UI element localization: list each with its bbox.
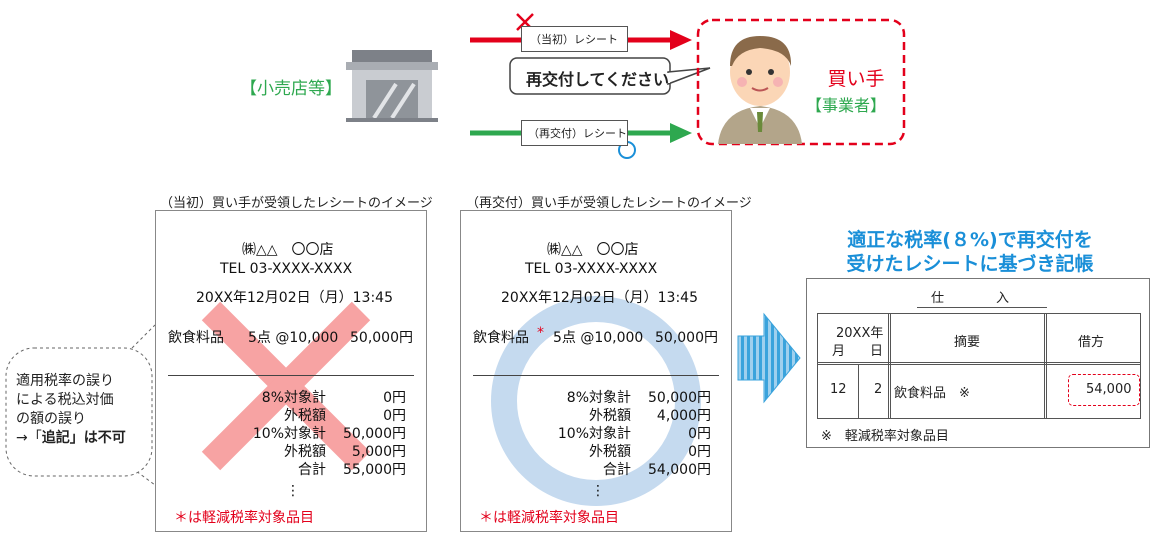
store-icon (346, 50, 438, 122)
shop-tel: TEL 03-XXXX-XXXX (525, 261, 658, 277)
col-divider (890, 314, 891, 418)
continuation-dots: ⋮ (286, 483, 300, 499)
total-label: 合計 (298, 462, 326, 478)
total-label: 10%対象計 (557, 426, 631, 442)
total-label: 8%対象計 (261, 390, 326, 406)
highlight-box (1068, 374, 1140, 406)
item-name: 飲食料品 (168, 330, 224, 346)
callout-leader (131, 467, 156, 486)
total-label: 外税額 (589, 444, 631, 460)
total-value: 5,000円 (351, 444, 406, 460)
col-divider (1044, 314, 1045, 418)
row-divider (818, 362, 1140, 363)
col-divider (1046, 314, 1047, 418)
shop-name: ㈱△△ 〇〇店 (547, 242, 639, 258)
total-label: 外税額 (589, 408, 631, 424)
total-value: 50,000円 (648, 390, 711, 406)
request-text: 再交付してください (526, 70, 670, 89)
original-receipt-box: （当初）レシート (521, 26, 628, 52)
row-desc: 飲食料品 ※ (894, 386, 970, 401)
note-emphasis: 追記 (41, 430, 70, 446)
reissue-receipt-title: （再交付）買い手が受領したレシートのイメージ (466, 196, 752, 211)
row-divider (818, 364, 1140, 365)
total-value: 54,000円 (648, 462, 711, 478)
receipt-footnote: ＊は軽減税率対象品目 (174, 510, 314, 526)
note-line: による税込対価 (16, 392, 114, 408)
original-receipt-title: （当初）買い手が受領したレシートのイメージ (160, 196, 433, 211)
request-bubble (509, 57, 711, 95)
total-value: 4,000円 (656, 408, 711, 424)
note-suffix: 」は不可 (69, 430, 126, 446)
date-header: 20XX年 (836, 326, 884, 341)
ledger-title-underline (917, 307, 1047, 308)
total-value: 0円 (688, 426, 711, 442)
note-line: 適用税率の誤り (16, 373, 114, 389)
original-receipt: ㈱△△ 〇〇店 TEL 03-XXXX-XXXX 20XX年12月02日（月）1… (155, 210, 427, 532)
receipt-datetime: 20XX年12月02日（月）13:45 (196, 290, 393, 306)
businessman-icon (718, 36, 802, 144)
ledger-table: 20XX年 月 日 摘要 借方 12 2 飲食料品 ※ 54,000 (817, 313, 1141, 419)
row-debit: 54,000 (1086, 382, 1132, 397)
heading-line: 受けたレシートに基づき記帳 (846, 253, 1094, 275)
month-header: 月 (832, 344, 846, 359)
item-amount: 50,000円 (655, 330, 718, 346)
note-arrow: →「 (16, 430, 42, 446)
store-label: 【小売店等】 (240, 79, 342, 99)
day-header: 日 (870, 344, 884, 359)
item-qty: 5点 @10,000 (553, 330, 644, 346)
ledger-title: 仕 入 (931, 291, 1010, 306)
total-label: 外税額 (284, 444, 326, 460)
record-arrow (737, 312, 801, 404)
buyer-label: 買い手 (827, 68, 885, 90)
error-note: 適用税率の誤り による税込対価 の額の誤り →「追記」は不可 (16, 372, 126, 448)
total-value: 0円 (688, 444, 711, 460)
col-divider (888, 314, 889, 418)
total-value: 55,000円 (343, 462, 406, 478)
cross-mark-icon (201, 301, 371, 471)
callout-leader (131, 324, 156, 349)
continuation-dots: ⋮ (591, 483, 605, 499)
purchase-ledger: 仕 入 20XX年 月 日 摘要 借方 12 2 飲食料品 ※ 54,000 ※… (806, 278, 1150, 448)
record-heading: 適正な税率(８%)で再交付を 受けたレシートに基づき記帳 (820, 228, 1120, 276)
item-qty: 5点 @10,000 (248, 330, 339, 346)
total-label: 8%対象計 (566, 390, 631, 406)
ledger-footnote: ※ 軽減税率対象品目 (821, 429, 949, 444)
receipt-footnote: ＊は軽減税率対象品目 (479, 510, 619, 526)
total-value: 0円 (383, 390, 406, 406)
total-value: 0円 (383, 408, 406, 424)
item-amount: 50,000円 (350, 330, 413, 346)
total-label: 外税額 (284, 408, 326, 424)
receipt-divider (473, 375, 719, 376)
circle-mark-icon (491, 296, 701, 506)
error-note-bubble (5, 347, 153, 477)
reissue-receipt-label: （再交付）レシート (528, 127, 627, 140)
debit-header: 借方 (1078, 335, 1105, 350)
reduced-rate-mark: * (537, 325, 544, 341)
reissue-receipt: ㈱△△ 〇〇店 TEL 03-XXXX-XXXX 20XX年12月02日（月）1… (460, 210, 732, 532)
item-name: 飲食料品 (473, 330, 529, 346)
total-value: 50,000円 (343, 426, 406, 442)
original-receipt-label: （当初）レシート (530, 33, 618, 46)
col-divider (858, 364, 859, 418)
row-day: 2 (874, 382, 883, 397)
total-label: 合計 (603, 462, 631, 478)
receipt-divider (168, 375, 414, 376)
shop-name: ㈱△△ 〇〇店 (242, 242, 334, 258)
note-line: の額の誤り (16, 411, 86, 427)
desc-header: 摘要 (954, 335, 981, 350)
heading-line: 適正な税率(８%)で再交付を (847, 229, 1093, 251)
row-month: 12 (830, 382, 847, 397)
buyer-sub-label: 【事業者】 (806, 96, 887, 115)
reissue-receipt-box: （再交付）レシート (521, 120, 628, 146)
shop-tel: TEL 03-XXXX-XXXX (220, 261, 353, 277)
total-label: 10%対象計 (252, 426, 326, 442)
note-line: →「追記」は不可 (16, 429, 126, 448)
receipt-datetime: 20XX年12月02日（月）13:45 (501, 290, 698, 306)
